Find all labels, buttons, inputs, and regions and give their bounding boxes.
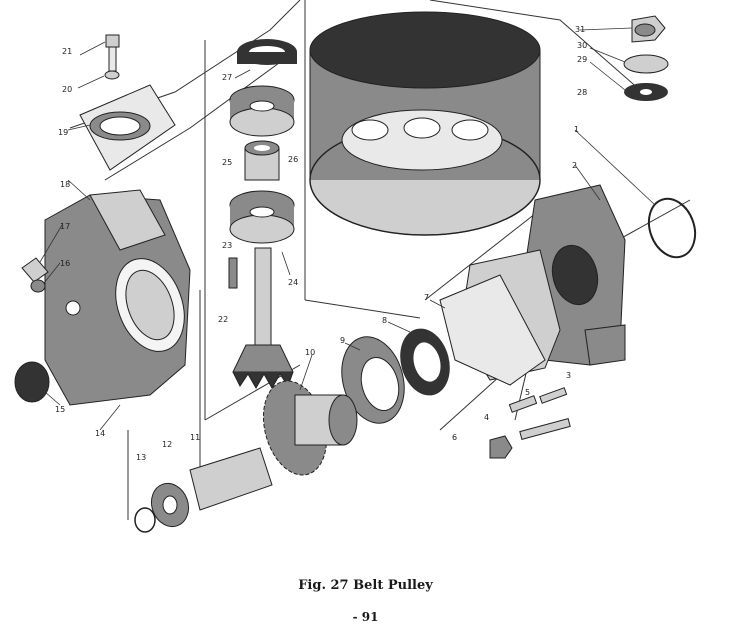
part-bolt-3 [539, 387, 568, 404]
callout-16: 16 [60, 259, 70, 268]
callout-15: 15 [55, 405, 65, 414]
part-bolt-21 [105, 34, 120, 72]
part-washer-29b [624, 83, 668, 101]
callout-4: 4 [484, 413, 489, 422]
part-seal-8 [400, 328, 450, 396]
part-gear-10 [262, 380, 358, 476]
part-bearing-29 [229, 85, 295, 137]
part-stud-4 [519, 418, 571, 440]
part-key-23 [228, 257, 238, 289]
callout-5: 5 [525, 388, 530, 397]
callout-6: 6 [452, 433, 457, 442]
part-seal-27 [237, 39, 297, 65]
callout-leaders [39, 27, 656, 431]
callout-10: 10 [305, 348, 315, 357]
callout-30: 30 [577, 41, 587, 50]
part-bearing-25 [229, 190, 295, 244]
callout-11: 11 [190, 433, 200, 442]
part-shaft-22 [232, 247, 294, 390]
part-shaft-11 [189, 447, 273, 511]
part-cover-19 [79, 84, 176, 171]
callout-28: 28 [577, 88, 587, 97]
callout-3: 3 [566, 371, 571, 380]
part-pulley-28 [309, 11, 541, 236]
part-housing-14 [44, 189, 191, 406]
part-spacer-26 [244, 140, 280, 181]
callout-17: 17 [60, 222, 70, 231]
callout-12: 12 [162, 440, 172, 449]
callout-19: 19 [58, 128, 68, 137]
part-flange-12 [150, 482, 190, 528]
callout-13: 13 [136, 453, 146, 462]
part-circlip-13 [134, 507, 156, 533]
part-washer-30 [623, 54, 669, 74]
callout-20: 20 [62, 85, 72, 94]
part-bolt-5 [508, 395, 538, 413]
callout-26: 26 [288, 155, 298, 164]
part-gasket-1 [647, 197, 697, 259]
assembly-guide-lines [69, 0, 691, 520]
callout-7: 7 [424, 293, 429, 302]
callout-18: 18 [60, 180, 70, 189]
callout-24: 24 [288, 278, 298, 287]
part-nut-6 [489, 435, 513, 459]
part-nut-31 [631, 15, 666, 43]
callout-23: 23 [222, 241, 232, 250]
callout-29: 29 [577, 55, 587, 64]
callout-8: 8 [382, 316, 387, 325]
callout-1: 1 [574, 125, 579, 134]
part-gasket-7 [439, 274, 546, 386]
part-bolt-17 [21, 257, 49, 293]
figure-caption: Fig. 27 Belt Pulley [298, 578, 433, 593]
callout-14: 14 [95, 429, 105, 438]
callout-27: 27 [222, 73, 232, 82]
part-plug-15 [14, 361, 50, 403]
callout-31: 31 [575, 25, 585, 34]
callout-22: 22 [218, 315, 228, 324]
callout-9: 9 [340, 336, 345, 345]
page-number: - 91 [352, 610, 379, 624]
callout-2: 2 [572, 161, 577, 170]
part-bearing-9 [341, 336, 405, 424]
callout-25: 25 [222, 158, 232, 167]
callout-21: 21 [62, 47, 72, 56]
part-washer-20 [104, 70, 120, 80]
